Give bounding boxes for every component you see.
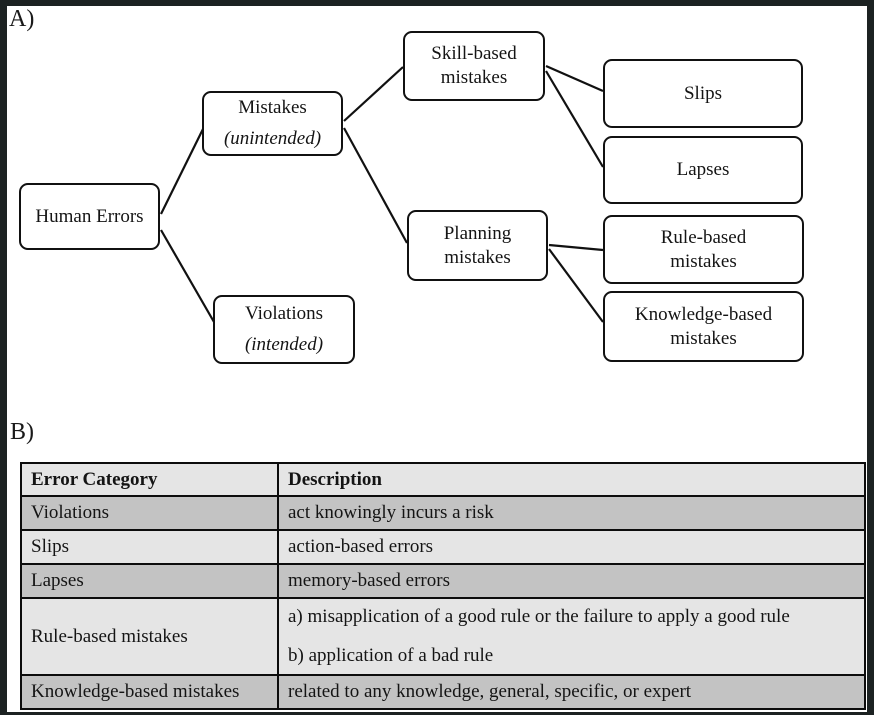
node-label: mistakes <box>670 250 737 272</box>
figure-canvas: A) Human Errors Mistakes (unintended) Vi… <box>7 6 867 712</box>
node-violations: Violations (intended) <box>213 295 355 364</box>
table-row-violations: Violations act knowingly incurs a risk <box>20 495 866 531</box>
category-cell: Knowledge-based mistakes <box>20 674 279 710</box>
table-row-slips: Slips action-based errors <box>20 529 866 565</box>
node-label: Planning <box>443 222 512 244</box>
table-row-rule-based: Rule-based mistakes a) misapplication of… <box>20 597 866 676</box>
node-label: Lapses <box>676 159 730 180</box>
node-label: mistakes <box>444 246 511 268</box>
node-label: mistakes <box>670 327 737 349</box>
category-cell: Slips <box>20 529 279 565</box>
node-rule-based-mistakes: Rule-based mistakes <box>603 215 804 284</box>
node-skill-based-mistakes: Skill-based mistakes <box>403 31 545 101</box>
node-label: Slips <box>683 82 723 104</box>
tree-connector-lines <box>160 64 604 323</box>
category-cell: Lapses <box>20 563 279 599</box>
description-cell: act knowingly incurs a risk <box>277 495 866 531</box>
column-header-description: Description <box>277 462 866 497</box>
node-label: Mistakes <box>238 97 307 118</box>
category-cell: Violations <box>20 495 279 531</box>
node-label: Skill-based <box>431 43 517 64</box>
node-slips: Slips <box>603 59 803 128</box>
error-category-table: Error Category Description Violations ac… <box>20 462 866 710</box>
table-row-knowledge-based: Knowledge-based mistakes related to any … <box>20 674 866 710</box>
node-mistakes: Mistakes (unintended) <box>202 91 343 156</box>
node-label: Human Errors <box>35 205 144 227</box>
table-header-row: Error Category Description <box>20 462 866 497</box>
node-label: Knowledge-based <box>634 303 773 325</box>
node-sublabel: (intended) <box>244 334 324 355</box>
column-header-error-category: Error Category <box>20 462 279 497</box>
description-cell: related to any knowledge, general, speci… <box>277 674 866 710</box>
panel-a-label: A) <box>9 6 35 32</box>
description-line-a: a) misapplication of a good rule or the … <box>288 606 790 627</box>
node-label: Rule-based <box>660 226 747 248</box>
description-cell: a) misapplication of a good rule or the … <box>277 597 866 676</box>
description-line-b: b) application of a bad rule <box>288 645 494 666</box>
node-human-errors: Human Errors <box>19 183 160 250</box>
node-lapses: Lapses <box>603 136 803 204</box>
description-cell: memory-based errors <box>277 563 866 599</box>
node-label: Violations <box>244 303 324 324</box>
category-cell: Rule-based mistakes <box>20 597 279 676</box>
description-cell: action-based errors <box>277 529 866 565</box>
node-knowledge-based-mistakes: Knowledge-based mistakes <box>603 291 804 362</box>
panel-b-label: B) <box>10 419 34 445</box>
table-row-lapses: Lapses memory-based errors <box>20 563 866 599</box>
node-label: mistakes <box>440 67 508 88</box>
node-planning-mistakes: Planning mistakes <box>407 210 548 281</box>
node-sublabel: (unintended) <box>223 128 322 149</box>
